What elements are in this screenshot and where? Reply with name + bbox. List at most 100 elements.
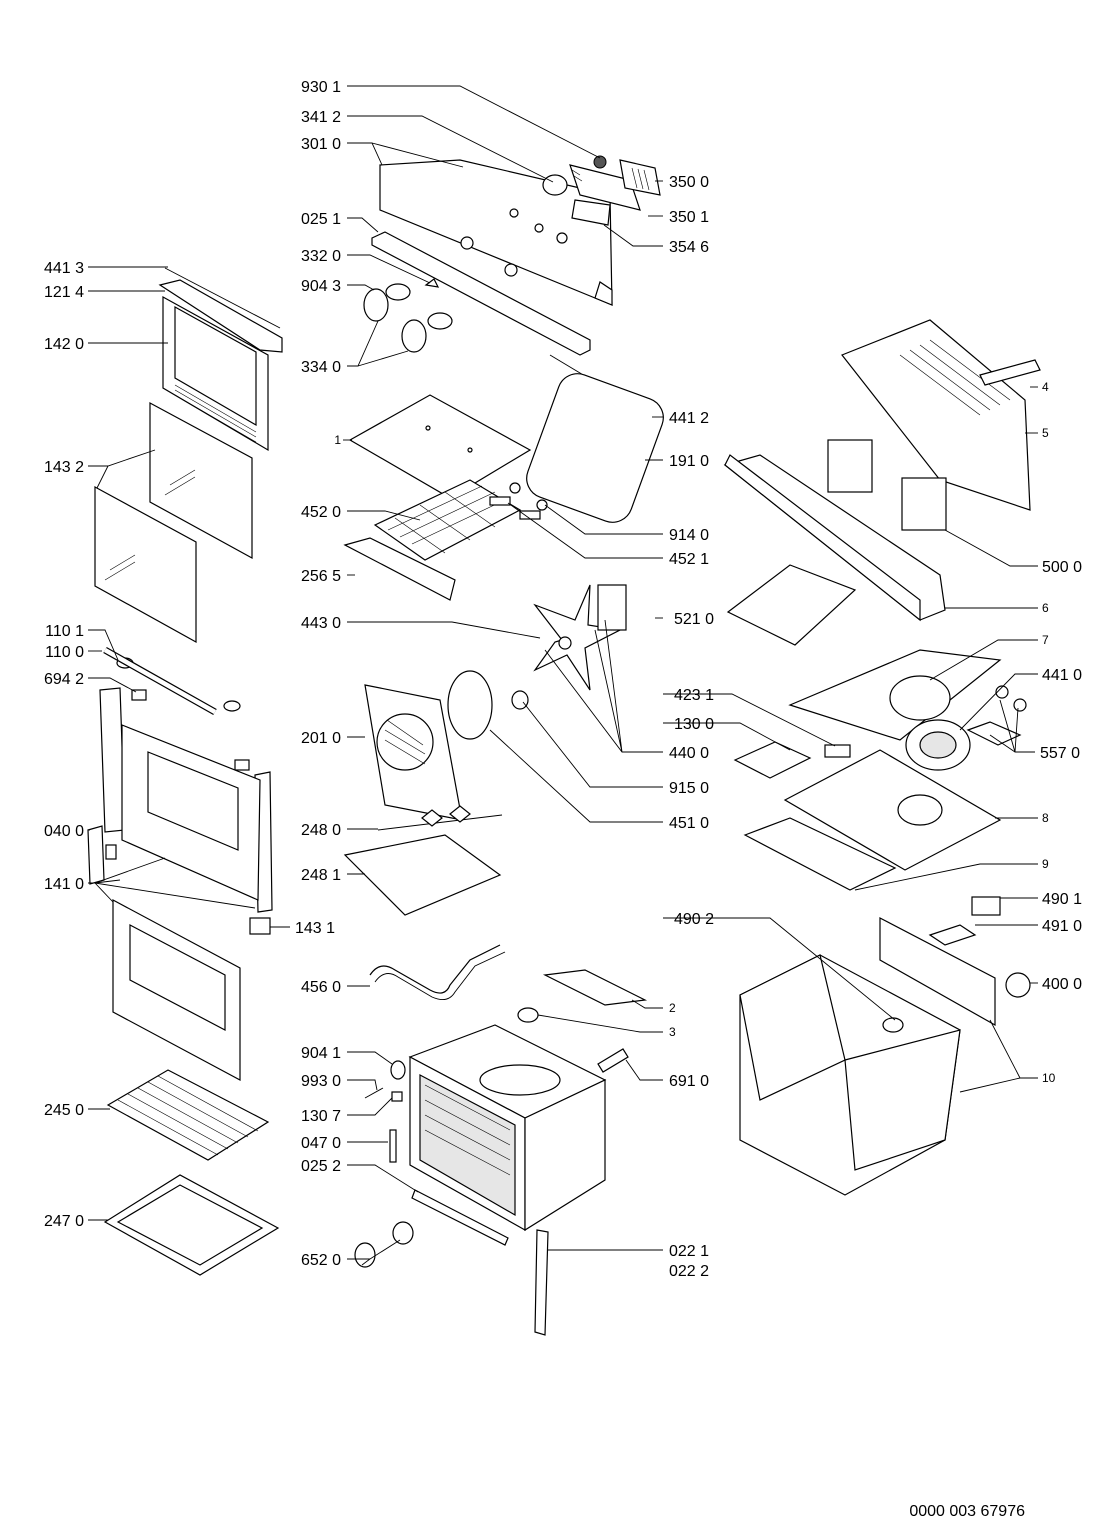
callout-423-1: 423 1 <box>674 687 714 704</box>
panel-hole-2 <box>504 263 518 277</box>
callout-400-0: 400 0 <box>1042 976 1082 993</box>
callout-332-0: 332 0 <box>301 248 341 265</box>
callout-490-2: 490 2 <box>674 911 714 928</box>
fan-blade-443-0 <box>533 584 622 691</box>
callout-915-0: 915 0 <box>669 780 709 797</box>
callout-121-4: 121 4 <box>44 284 84 301</box>
callout-1: 1 <box>334 433 341 447</box>
callout-441-3: 441 3 <box>44 260 84 277</box>
cavity-side <box>524 1079 606 1232</box>
base-plate-8 <box>783 749 1002 871</box>
callout-491-0: 491 0 <box>1042 918 1082 935</box>
knob-ring-2 <box>427 312 453 330</box>
knob-652-0-b <box>392 1221 414 1245</box>
connector-452-1 <box>489 496 511 506</box>
knob-1 <box>363 288 389 322</box>
callout-191-0: 191 0 <box>669 453 709 470</box>
lower-element-456-0 <box>369 944 501 994</box>
callout-245-0: 245 0 <box>44 1102 84 1119</box>
spit-rod-248-0 <box>377 814 503 831</box>
rod-047-0 <box>389 1129 397 1163</box>
display-window <box>571 199 611 226</box>
panel-hole-4 <box>556 232 568 244</box>
callout-142-0: 142 0 <box>44 336 84 353</box>
panel-hole-1 <box>460 236 474 250</box>
connector-491-0 <box>928 924 977 946</box>
callout-993-0: 993 0 <box>301 1073 341 1090</box>
pcb-521-0 <box>726 564 857 646</box>
callout-557-0: 557 0 <box>1040 745 1080 762</box>
part-130-7 <box>391 1091 403 1102</box>
side-strip-022 <box>534 1229 549 1336</box>
callout-350-1: 350 1 <box>669 209 709 226</box>
callout-904-3: 904 3 <box>301 278 341 295</box>
spit-forks <box>421 805 471 827</box>
knob-clip-332-0 <box>424 278 440 288</box>
callout-025-2: 025 2 <box>301 1158 341 1175</box>
callout-130-7: 130 7 <box>301 1108 341 1125</box>
lamp-holder-691-0 <box>597 1048 629 1073</box>
callout-5: 5 <box>1042 426 1049 440</box>
wire-shelf-245-0 <box>106 1069 270 1161</box>
hinge-040-0 <box>87 825 105 885</box>
callout-443-0: 443 0 <box>301 615 341 632</box>
door-vent-hatch <box>174 384 257 443</box>
grill-coils <box>387 485 508 554</box>
fan-element-451-0 <box>447 670 493 740</box>
callout-930-1: 930 1 <box>301 79 341 96</box>
rail-025-2 <box>411 1189 509 1246</box>
callout-256-5: 256 5 <box>301 568 341 585</box>
knobs-group <box>363 278 453 353</box>
panel-hole-5 <box>509 208 519 218</box>
knob-652-0-a <box>354 1242 376 1268</box>
callout-6: 6 <box>1042 601 1049 615</box>
callout-354-6: 354 6 <box>669 239 709 256</box>
panel-hole-3 <box>534 223 544 233</box>
knob-2 <box>401 319 427 353</box>
panel-rail-025-1 <box>371 231 591 356</box>
callout-201-0: 201 0 <box>301 730 341 747</box>
oven-cavity-group <box>354 1024 629 1336</box>
callout-441-0: 441 0 <box>1042 667 1082 684</box>
clip-694-2-b <box>234 759 250 771</box>
callout-10: 10 <box>1042 1071 1056 1085</box>
callout-143-1: 143 1 <box>295 920 335 937</box>
part-490-2 <box>882 1017 904 1033</box>
door-lower-group <box>87 646 273 1082</box>
strip-4 <box>979 359 1041 386</box>
callout-452-0: 452 0 <box>301 504 341 521</box>
callout-914-0: 914 0 <box>669 527 709 544</box>
callout-451-0: 451 0 <box>669 815 709 832</box>
clip-143-1 <box>249 917 271 935</box>
document-id: 0000 003 67976 <box>909 1503 1025 1520</box>
callout-521-0: 521 0 <box>674 611 714 628</box>
outer-door-window <box>147 751 239 851</box>
door-upper-group <box>94 267 283 644</box>
back-panel-10a <box>879 917 996 1027</box>
glass-panel-143-2-a <box>149 401 253 560</box>
control-panel-side <box>594 281 613 306</box>
clip-694-2 <box>131 689 147 701</box>
callout-691-0: 691 0 <box>669 1073 709 1090</box>
callout-9: 9 <box>1042 857 1049 871</box>
door-top-trim-121-4 <box>158 279 283 353</box>
callout-110-0: 110 0 <box>45 644 84 661</box>
spit-frame-248-1 <box>343 834 502 916</box>
callout-248-1: 248 1 <box>301 867 341 884</box>
callout-8: 8 <box>1042 811 1049 825</box>
thermostat-3 <box>517 1007 539 1023</box>
inner-door-window <box>174 305 257 427</box>
fan-motor-440-0 <box>597 584 627 631</box>
callout-025-1: 025 1 <box>301 211 341 228</box>
door-seal-191-0 <box>526 373 664 523</box>
grill-element-452-0 <box>373 479 522 561</box>
door-side-rail-left <box>99 687 126 833</box>
outer-glass-window <box>129 924 226 1031</box>
callout-500-0: 500 0 <box>1042 559 1082 576</box>
washer-915-0 <box>511 690 529 710</box>
switch-130-0 <box>733 741 812 779</box>
wire-shelf-bars <box>117 1069 269 1156</box>
accessories-group <box>103 1069 280 1276</box>
callout-labels: 930 1 341 2 301 0 025 1 332 0 904 3 334 … <box>44 79 1082 1520</box>
